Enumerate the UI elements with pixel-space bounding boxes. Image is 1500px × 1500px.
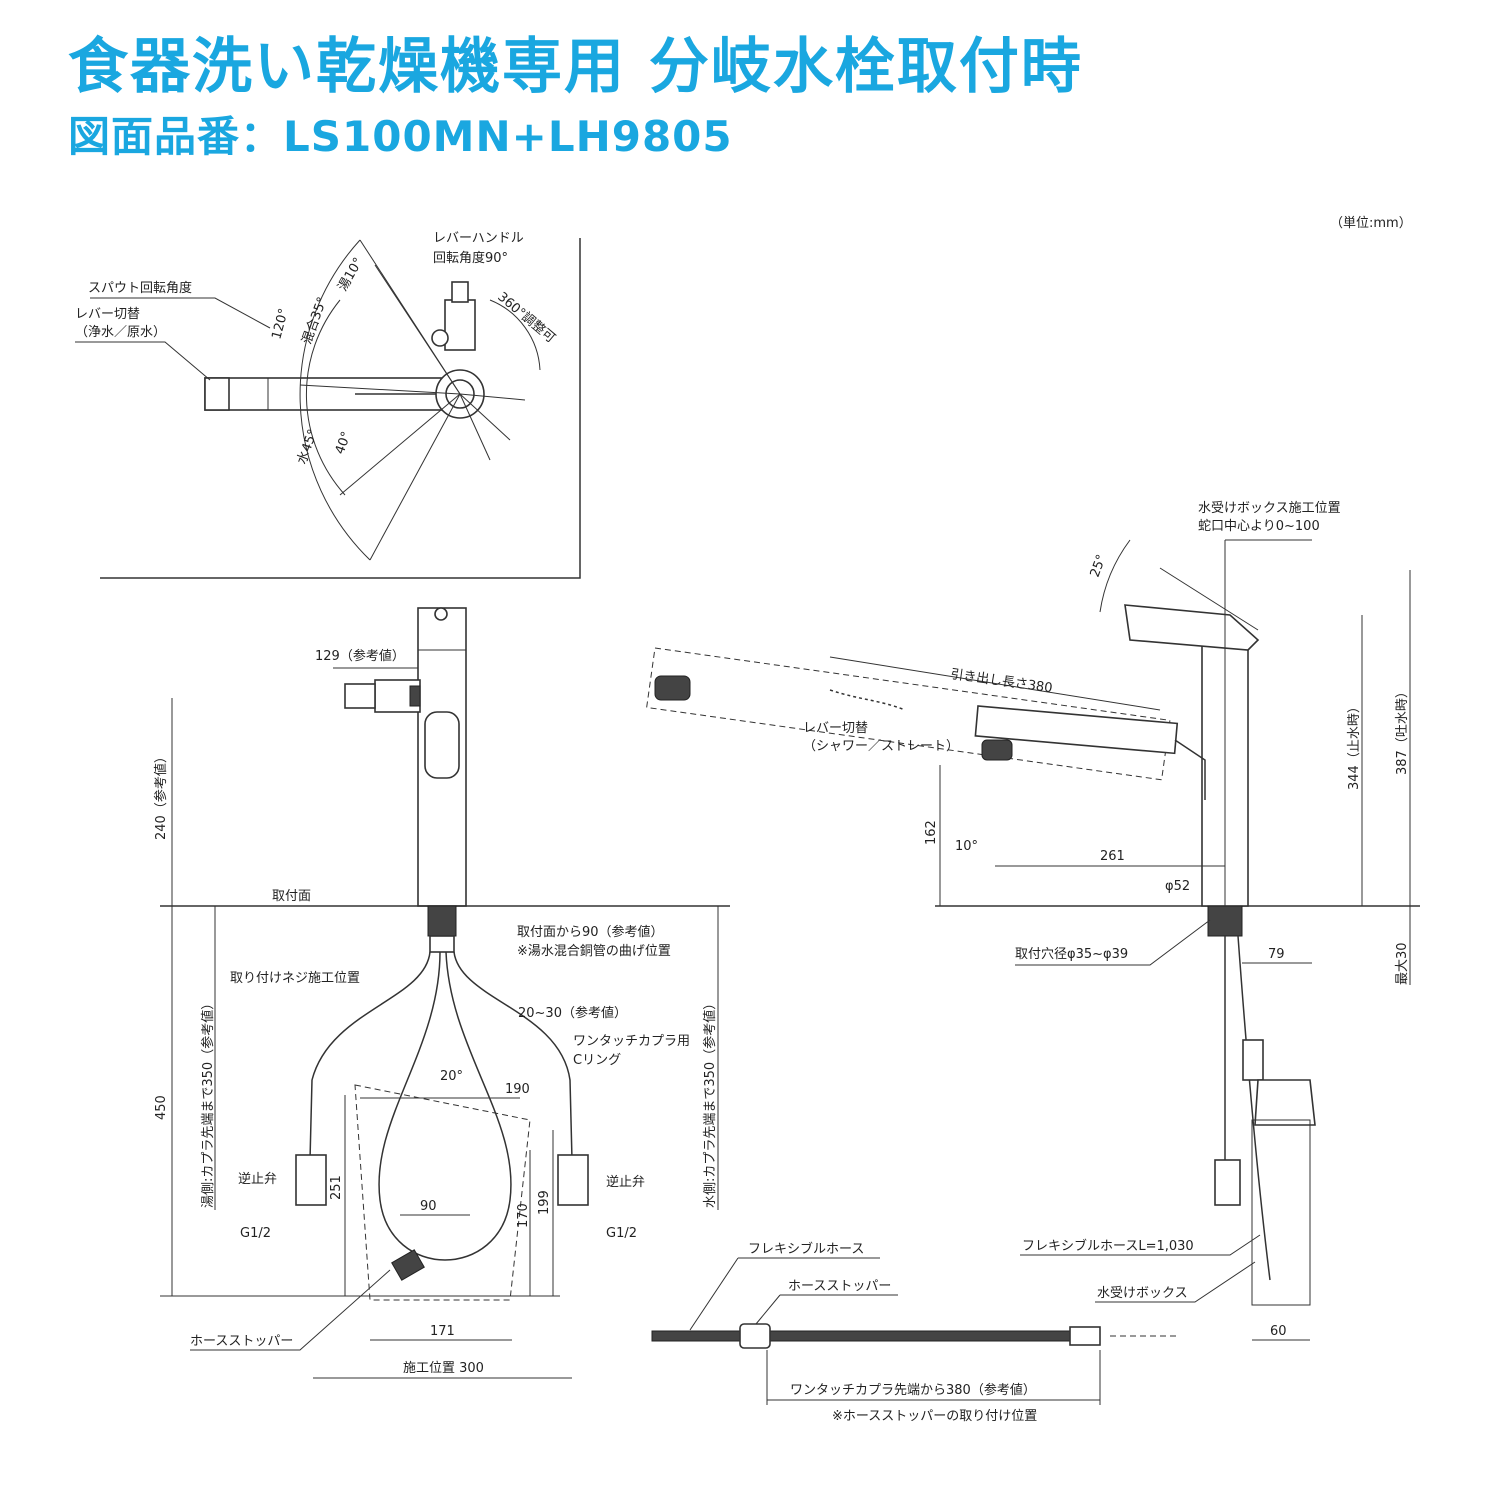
hose-view: フレキシブルホース ホースストッパー ワンタッチカプラ先端から380（参考値） … xyxy=(651,1241,1180,1424)
spout-rotation-arc xyxy=(299,239,371,561)
pulled-spout-outline xyxy=(646,647,1171,781)
dim-387-label: 387（吐水時） xyxy=(1395,685,1410,775)
angle-25-label: 25° xyxy=(1088,553,1110,580)
spout-head xyxy=(204,377,230,411)
angle-20-label: 20° xyxy=(440,1069,463,1084)
lever-switch-side-label: レバー切替 xyxy=(803,721,868,736)
side-hose-weight xyxy=(1254,1079,1316,1126)
dim-162-label: 162 xyxy=(924,820,939,845)
front-view: 129（参考値） 240（参考値） 取付面 450 取付面から90（参考値） ※… xyxy=(153,607,730,1379)
dim-190-label: 190 xyxy=(505,1082,530,1097)
dia-52-label: φ52 xyxy=(1165,879,1190,894)
check-valve-right xyxy=(557,1154,589,1206)
water-box-label: 水受けボックス xyxy=(1097,1286,1188,1301)
lever-switch-sub-label: （浄水／原水） xyxy=(75,325,166,340)
check-valve-left xyxy=(295,1154,327,1206)
lever-switch-side-sub-label: （シャワー／ストレート） xyxy=(803,739,959,754)
angle-hot-label: 湯10° xyxy=(335,255,366,294)
spout-neck xyxy=(1174,739,1206,800)
angle-10-side-label: 10° xyxy=(955,839,978,854)
box-position-label-1: 水受けボックス施工位置 xyxy=(1198,501,1341,516)
side-mount-nut xyxy=(1207,905,1243,937)
coupler-label-2: Cリング xyxy=(573,1053,621,1068)
side-lever xyxy=(1124,604,1260,651)
bend-note-2: ※湯水混合銅管の曲げ位置 xyxy=(517,944,671,959)
hose-stopper-note: ※ホースストッパーの取り付け位置 xyxy=(832,1409,1037,1424)
hose-stopper xyxy=(739,1323,771,1349)
dim-60-label: 60 xyxy=(1270,1324,1287,1339)
dim-171-label: 171 xyxy=(430,1324,455,1339)
dim-261-label: 261 xyxy=(1100,849,1125,864)
dim-90-label: 90 xyxy=(420,1199,437,1214)
lever-handle xyxy=(444,299,476,351)
side-shower-hose xyxy=(1237,935,1271,1281)
mount-nut xyxy=(427,905,457,937)
shower-hose-loop xyxy=(378,951,512,1261)
work-position-label: 施工位置 300 xyxy=(403,1361,484,1376)
side-coupler xyxy=(1242,1039,1264,1081)
lever-switch-label: レバー切替 xyxy=(75,307,140,322)
dim-450-label: 450 xyxy=(154,1095,169,1120)
spray-head xyxy=(654,675,691,701)
angle-40-label: 40° xyxy=(333,430,355,457)
dim-251-label: 251 xyxy=(329,1175,344,1200)
top-view: レバーハンドル 回転角度90° スパウト回転角度 レバー切替 （浄水／原水） 1… xyxy=(75,231,581,579)
dim-199-label: 199 xyxy=(537,1190,552,1215)
dim-170-label: 170 xyxy=(516,1203,531,1228)
dim-129-label: 129（参考値） xyxy=(315,648,405,664)
max-30-label: 最大30 xyxy=(1395,942,1410,985)
water-hose xyxy=(453,951,573,1161)
hot-side-label: 湯側:カプラ先端まで350（参考値） xyxy=(200,997,216,1208)
dim-20-30-label: 20~30（参考値） xyxy=(518,1005,627,1021)
bend-note-1: 取付面から90（参考値） xyxy=(517,924,664,940)
screw-position-label: 取り付けネジ施工位置 xyxy=(230,971,360,986)
dim-240-label: 240（参考値） xyxy=(153,750,169,840)
coupler-label-1: ワンタッチカプラ用 xyxy=(573,1034,690,1049)
dim-380-label: ワンタッチカプラ先端から380（参考値） xyxy=(790,1382,1036,1398)
dim-344-label: 344（止水時） xyxy=(1347,700,1362,790)
spout-rotation-label: スパウト回転角度 xyxy=(88,280,192,296)
drawing-number: 図面品番：LS100MN+LH9805 xyxy=(68,112,733,161)
hose-stopper-label-front: ホースストッパー xyxy=(190,1334,293,1349)
side-view: 水受けボックス施工位置 蛇口中心より0~100 25° 引き出し長さ380 レバ… xyxy=(646,501,1420,1341)
unit-label: （単位:mm） xyxy=(1330,216,1412,231)
check-valve-left-label: 逆止弁 xyxy=(238,1171,277,1187)
flexible-hose-label: フレキシブルホース xyxy=(748,1241,864,1257)
g-right-label: G1/2 xyxy=(606,1226,637,1241)
mount-surface-label: 取付面 xyxy=(272,889,311,904)
hose-coupler xyxy=(1069,1326,1101,1346)
side-spout xyxy=(974,705,1179,755)
lever-handle-label: レバーハンドル xyxy=(433,231,524,246)
water-box-outline xyxy=(354,1084,531,1301)
hose-stopper-label: ホースストッパー xyxy=(788,1279,891,1294)
hose-stopper-front xyxy=(391,1249,425,1281)
hole-diameter-label: 取付穴径φ35~φ39 xyxy=(1015,947,1128,962)
angle-120-label: 120° xyxy=(269,307,292,341)
check-valve-right-label: 逆止弁 xyxy=(606,1174,645,1190)
lever-window xyxy=(424,711,460,779)
dim-79-label: 79 xyxy=(1268,947,1285,962)
flex-hose-length-label: フレキシブルホースL=1,030 xyxy=(1022,1238,1194,1254)
page-title: 食器洗い乾燥機専用 分岐水栓取付時 xyxy=(68,32,1083,102)
side-check-valve xyxy=(1214,1159,1241,1206)
g-left-label: G1/2 xyxy=(240,1226,271,1241)
angle-water-label: 水45° xyxy=(295,427,321,466)
angle-360-label: 360°調整可 xyxy=(494,290,558,347)
hot-hose xyxy=(309,951,431,1161)
angle-25-arc xyxy=(1099,539,1131,613)
top-view-frame xyxy=(100,238,581,579)
lever-angle-label: 回転角度90° xyxy=(433,250,508,266)
water-side-label: 水側:カプラ先端まで350（参考値） xyxy=(702,997,718,1208)
side-spray-head xyxy=(981,739,1013,761)
side-water-box xyxy=(1251,1119,1311,1306)
flexible-hose xyxy=(651,1330,1093,1342)
box-position-label-2: 蛇口中心より0~100 xyxy=(1198,519,1320,534)
lever-360-arc xyxy=(489,299,541,371)
